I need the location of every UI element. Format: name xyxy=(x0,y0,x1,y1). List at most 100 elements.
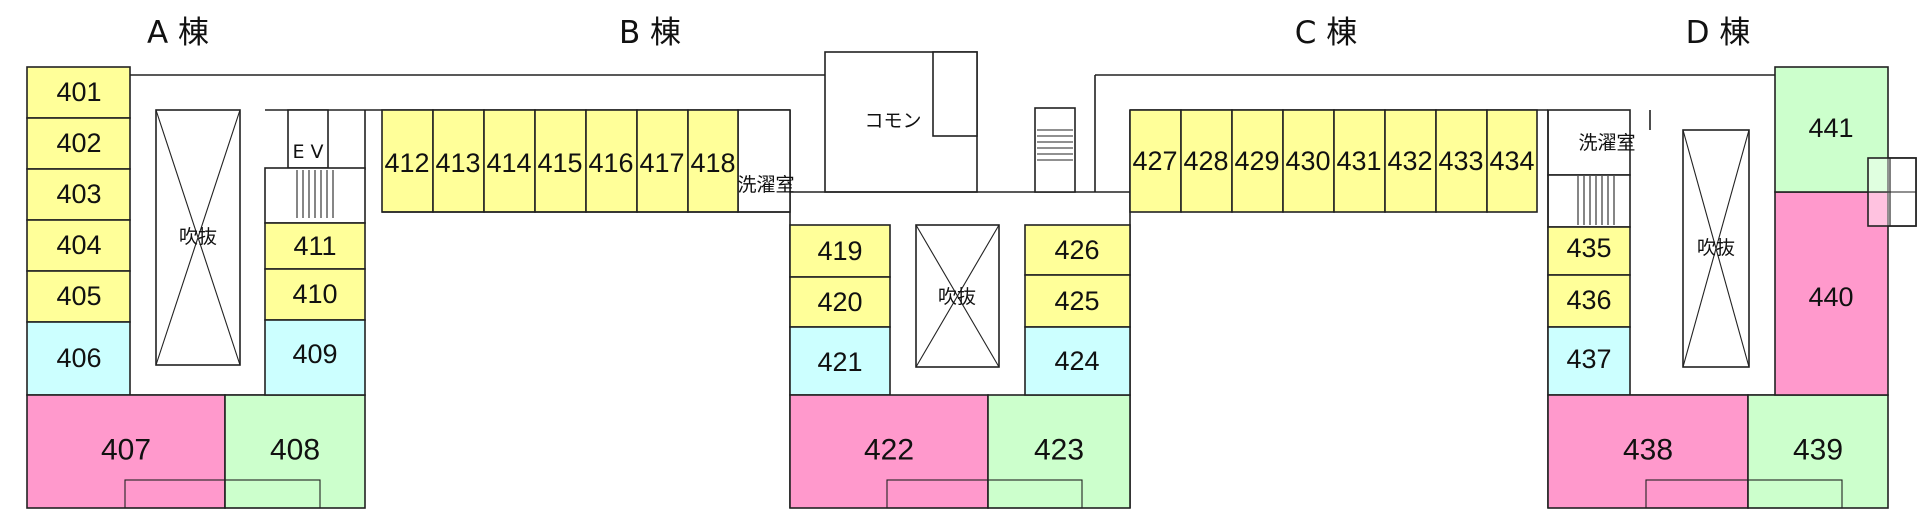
room-433[interactable] xyxy=(1435,109,1488,213)
elevator xyxy=(287,109,329,169)
room-431[interactable] xyxy=(1333,109,1386,213)
elevator-label: E V xyxy=(292,141,323,163)
room-430[interactable] xyxy=(1282,109,1335,213)
atrium-label-a: 吹抜 xyxy=(179,226,217,248)
room-406[interactable] xyxy=(26,321,131,396)
room-404[interactable] xyxy=(26,219,131,272)
atrium-cross xyxy=(155,109,241,366)
wing-heading-a: A 棟 xyxy=(147,15,209,51)
stair-steps xyxy=(1577,176,1615,225)
room-label-437: 437 xyxy=(1566,344,1611,374)
room-420[interactable] xyxy=(789,276,891,328)
room-label-424: 424 xyxy=(1054,346,1099,376)
room-label-435: 435 xyxy=(1566,233,1611,263)
room-421[interactable] xyxy=(789,326,891,396)
room-label-412: 412 xyxy=(384,148,429,178)
room-label-427: 427 xyxy=(1132,146,1177,176)
room-409[interactable] xyxy=(264,319,366,396)
laundry-label-d: 洗濯室 xyxy=(1578,132,1635,154)
common-label: コモン xyxy=(864,110,921,132)
room-label-401: 401 xyxy=(56,77,101,107)
room-label-418: 418 xyxy=(690,148,735,178)
room-label-411: 411 xyxy=(293,231,336,261)
room-label-403: 403 xyxy=(56,179,101,209)
room-label-433: 433 xyxy=(1438,146,1483,176)
room-429[interactable] xyxy=(1231,109,1284,213)
atrium-label-bc: 吹抜 xyxy=(938,286,976,308)
room-441[interactable] xyxy=(1774,66,1889,193)
room-label-417: 417 xyxy=(639,148,684,178)
room-407[interactable] xyxy=(26,394,226,509)
room-label-439: 439 xyxy=(1793,434,1843,467)
room-label-441: 441 xyxy=(1808,113,1853,143)
room-label-402: 402 xyxy=(56,128,101,158)
rooms xyxy=(26,66,1917,509)
wing-heading-c: C 棟 xyxy=(1295,15,1358,51)
atrium-cross xyxy=(915,224,1000,368)
room-label-428: 428 xyxy=(1183,146,1228,176)
room-label-421: 421 xyxy=(817,347,862,377)
room-label-414: 414 xyxy=(486,148,531,178)
room-434[interactable] xyxy=(1486,109,1538,213)
room-label-436: 436 xyxy=(1566,285,1611,315)
room-label-430: 430 xyxy=(1285,146,1330,176)
room-label-438: 438 xyxy=(1623,434,1673,467)
room-label-407: 407 xyxy=(101,434,151,467)
room-label-429: 429 xyxy=(1234,146,1279,176)
room-label-434: 434 xyxy=(1489,146,1534,176)
room-label-416: 416 xyxy=(588,148,633,178)
room-label-409: 409 xyxy=(292,339,337,369)
room-417[interactable] xyxy=(636,109,689,213)
atrium-cross xyxy=(1682,129,1750,368)
room-410[interactable] xyxy=(264,268,366,321)
room-427[interactable] xyxy=(1129,109,1182,213)
room-437[interactable] xyxy=(1547,326,1631,396)
room-label-405: 405 xyxy=(56,281,101,311)
room-label-422: 422 xyxy=(864,434,914,467)
unit-bath-422-423 xyxy=(886,479,1083,509)
room-401[interactable] xyxy=(26,66,131,119)
room-413[interactable] xyxy=(432,109,485,213)
room-426[interactable] xyxy=(1024,224,1131,276)
room-416[interactable] xyxy=(585,109,638,213)
room-424[interactable] xyxy=(1024,326,1131,396)
room-408[interactable] xyxy=(224,394,366,509)
room-403[interactable] xyxy=(26,168,131,221)
room-411[interactable] xyxy=(264,222,366,270)
room-436[interactable] xyxy=(1547,274,1631,328)
common-room-inner xyxy=(932,51,978,137)
stair xyxy=(1034,107,1076,193)
room-label-426: 426 xyxy=(1054,235,1099,265)
laundry-label-b: 洗濯室 xyxy=(737,174,794,196)
atrium-label-d: 吹抜 xyxy=(1697,237,1735,259)
wing-heading-b: B 棟 xyxy=(619,15,681,51)
room-label-404: 404 xyxy=(56,230,101,260)
unit-bath-407-408 xyxy=(124,479,321,509)
room-425[interactable] xyxy=(1024,274,1131,328)
room-label-413: 413 xyxy=(435,148,480,178)
room-428[interactable] xyxy=(1180,109,1233,213)
room-label-432: 432 xyxy=(1387,146,1432,176)
room-435[interactable] xyxy=(1547,226,1631,276)
room-405[interactable] xyxy=(26,270,131,323)
room-label-415: 415 xyxy=(537,148,582,178)
laundry-room xyxy=(737,109,791,213)
stair-steps xyxy=(1037,129,1073,161)
stair-steps xyxy=(296,170,334,218)
room-label-420: 420 xyxy=(817,287,862,317)
facility-labels: 吹抜 吹抜 吹抜 洗濯室 洗濯室 コモン E V xyxy=(179,110,1735,308)
room-label-410: 410 xyxy=(292,279,337,309)
room-label-431: 431 xyxy=(1336,146,1381,176)
wing-headings: A 棟 B 棟 C 棟 D 棟 xyxy=(147,15,1750,51)
room-432[interactable] xyxy=(1384,109,1437,213)
room-label-425: 425 xyxy=(1054,286,1099,316)
room-label-419: 419 xyxy=(817,236,862,266)
room-label-423: 423 xyxy=(1034,434,1084,467)
room-402[interactable] xyxy=(26,117,131,170)
unit-bath-438-439 xyxy=(1645,479,1843,509)
room-label-406: 406 xyxy=(56,343,101,373)
room-label-408: 408 xyxy=(270,434,320,467)
wing-heading-d: D 棟 xyxy=(1686,15,1751,51)
room-labels: 401 402 403 404 405 406 407 408 409 410 … xyxy=(56,77,1853,467)
